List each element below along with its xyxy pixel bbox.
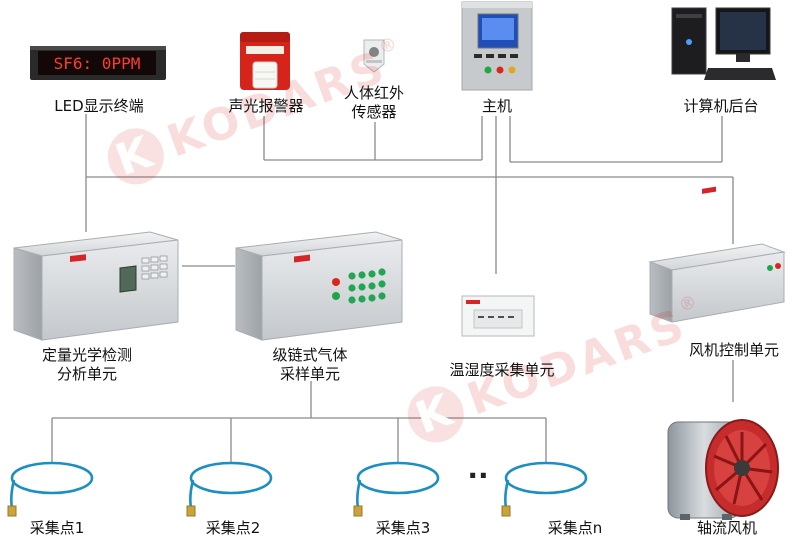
sampling-point-n-label: 采集点n [547,519,603,537]
led-display-label: LED显示终端 [54,97,144,115]
fan-control-label: 风机控制单元 [688,341,779,359]
sampling-hoses [7,461,588,517]
computer-device [671,7,776,80]
sampling-point-3-label: 采集点3 [375,519,431,537]
connection-lines [51,114,734,462]
host-device [461,1,533,91]
temp-humidity-label: 温湿度采集单元 [449,361,555,379]
sampling-point-2-label: 采集点2 [205,519,261,537]
optical-analyzer-label: 定量光学检测 分析单元 [41,346,132,383]
sound-light-alarm-label: 声光报警器 [228,97,304,115]
hose-point-1 [7,461,94,517]
sampling-point-1-label: 采集点1 [29,519,85,537]
hose-point-2 [186,461,273,517]
cascade-sampling-label: 级链式气体 采样单元 [272,346,348,383]
pir-sensor-device [363,39,385,73]
ellipsis-marker: ·· [467,459,489,492]
temp-humidity-device [461,295,535,337]
computer-backend-label: 计算机后台 [683,97,759,115]
optical-analyzer-device [13,231,179,341]
led-display-device: SF6: 0PPM [30,46,166,80]
axial-fan-label: 轴流风机 [696,519,757,537]
cascade-sampling-device [235,231,403,341]
host-label: 主机 [481,97,512,115]
hose-point-n [501,461,588,517]
sound-light-alarm-device [240,32,290,90]
pir-sensor-label: 人体红外 传感器 [343,84,404,121]
led-screen-text: SF6: 0PPM [54,54,141,73]
hose-point-3 [353,461,440,517]
axial-fan-device [667,419,779,520]
fan-control-device [648,186,786,323]
